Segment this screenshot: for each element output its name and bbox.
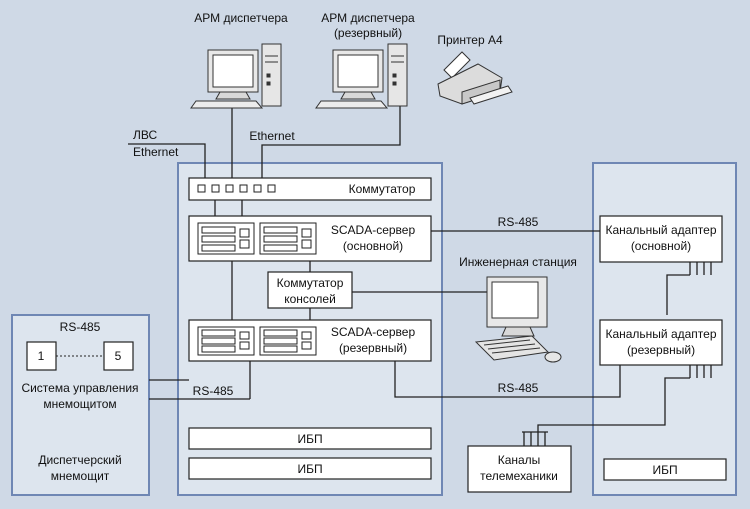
network-switch: [188, 177, 432, 201]
switch-ports: [197, 184, 276, 193]
channel-adapter-backup: [599, 319, 723, 366]
mimic-control-subtitle: мнемощитом: [43, 397, 116, 411]
ups-label-2: ИБП: [297, 462, 322, 476]
ups-label-1: ИБП: [297, 432, 322, 446]
adapter-backup-subtitle: (резервный): [627, 343, 695, 357]
ups-label-adapter: ИБП: [652, 463, 677, 477]
printer-icon: [437, 51, 513, 105]
rs485-backup-label: RS-485: [498, 381, 539, 395]
adapter-backup-title: Канальный адаптер: [605, 327, 716, 341]
scada-backup-subtitle: (резервный): [339, 341, 407, 355]
telemechanics-channels-box: [467, 445, 572, 493]
mimic-panel-first: [26, 341, 57, 371]
console-switch: [267, 271, 353, 309]
ups-box-adapter: [603, 458, 727, 481]
printer-label: Принтер А4: [437, 33, 503, 47]
scada-main-drives: [197, 222, 317, 255]
mimic-panel-last-label: 5: [115, 349, 122, 363]
engineering-station-label: Инженерная станция: [459, 255, 577, 269]
ethernet-label: Ethernet: [249, 129, 295, 143]
rs485-main-label: RS-485: [498, 215, 539, 229]
workstation-backup-subtitle: (резервный): [334, 26, 402, 40]
rs485-mimic-label: RS-485: [193, 384, 234, 398]
lan-ethernet-label: Ethernet: [133, 145, 179, 159]
channel-adapter-main: [599, 215, 723, 263]
scada-backup-title: SCADA-сервер: [331, 325, 416, 339]
workstation-main-computer-icon: [190, 43, 282, 109]
mimic-panel-first-label: 1: [38, 349, 45, 363]
console-switch-title: Коммутатор: [277, 276, 344, 290]
console-switch-subtitle: консолей: [284, 292, 336, 306]
mimic-board-title: Диспетчерский: [38, 453, 121, 467]
mimic-rs485-label: RS-485: [60, 320, 101, 334]
scada-main-subtitle: (основной): [343, 239, 403, 253]
workstation-backup-computer-icon: [315, 43, 408, 109]
mimic-panel-last: [103, 341, 134, 371]
ups-box-1: [188, 427, 432, 450]
telemechanics-title: Каналы: [498, 453, 541, 467]
adapter-main-subtitle: (основной): [631, 239, 691, 253]
scada-main-title: SCADA-сервер: [331, 223, 416, 237]
lan-label: ЛВС: [133, 128, 157, 142]
ups-box-2: [188, 457, 432, 480]
mimic-control-title: Система управления: [21, 381, 138, 395]
switch-label: Коммутатор: [349, 182, 416, 196]
adapter-main-title: Канальный адаптер: [605, 223, 716, 237]
mimic-board-subtitle: мнемощит: [51, 469, 110, 483]
adapter-channel-ports: [522, 262, 712, 433]
scada-backup-drives: [197, 326, 317, 356]
workstation-main-label: АРМ диспетчера: [194, 11, 288, 25]
workstation-backup-title: АРМ диспетчера: [321, 11, 415, 25]
engineering-station-computer-icon: [474, 276, 562, 363]
telemechanics-subtitle: телемеханики: [480, 469, 558, 483]
